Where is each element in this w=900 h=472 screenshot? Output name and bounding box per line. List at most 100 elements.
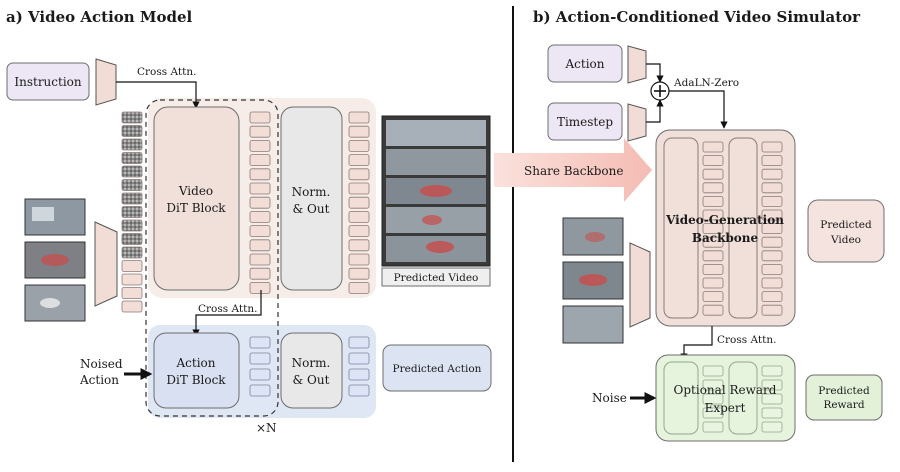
token	[121, 138, 143, 151]
predicted-video-label: Predicted Video	[394, 272, 479, 284]
token	[702, 379, 724, 391]
token	[702, 223, 724, 235]
norm-out-bottom	[280, 332, 343, 409]
token	[702, 250, 724, 262]
norm-out-bottom-line1: Norm.	[292, 356, 331, 370]
reward-expert-line1: Optional Reward	[674, 383, 777, 397]
token	[249, 253, 271, 266]
norm-out-top	[280, 106, 343, 291]
token	[761, 250, 783, 262]
token	[761, 223, 783, 235]
token	[249, 125, 271, 138]
video-token-column-2	[348, 111, 370, 294]
token	[348, 267, 370, 280]
simulator-image-encoder	[629, 242, 651, 328]
token	[348, 368, 370, 381]
timestep-input-box	[547, 102, 623, 141]
cross-attn-top-arrow	[116, 81, 200, 109]
token	[348, 281, 370, 294]
token	[121, 192, 143, 205]
backbone-token-column-2	[761, 141, 783, 316]
token	[702, 407, 724, 419]
token	[761, 155, 783, 167]
token	[249, 168, 271, 181]
backbone-line2: Backbone	[692, 231, 759, 245]
token	[761, 393, 783, 405]
repeat-dashed-box	[145, 99, 279, 417]
token	[761, 209, 783, 221]
predicted-video-box-b	[807, 199, 885, 263]
token	[249, 352, 271, 365]
predicted-action-box	[382, 344, 492, 392]
token	[348, 168, 370, 181]
token	[249, 281, 271, 294]
token	[348, 352, 370, 365]
backbone-line1: Video-Generation	[665, 213, 784, 227]
token	[761, 263, 783, 275]
video-block-line1: Video	[178, 184, 213, 198]
token	[121, 219, 143, 232]
action-dit-block	[153, 332, 240, 409]
token	[348, 196, 370, 209]
token	[348, 139, 370, 152]
action-encoder	[627, 45, 647, 84]
token	[761, 195, 783, 207]
token	[761, 365, 783, 377]
token	[348, 125, 370, 138]
predicted-video-caption-box	[381, 267, 491, 287]
token	[761, 141, 783, 153]
token	[761, 236, 783, 248]
norm-out-top-line2: & Out	[293, 202, 330, 216]
token	[702, 141, 724, 153]
token	[121, 125, 143, 137]
token	[702, 182, 724, 194]
noise-label: Noise	[592, 391, 627, 405]
video-dit-block	[153, 106, 240, 291]
token	[702, 209, 724, 221]
backbone-block-1	[663, 137, 699, 319]
token	[121, 300, 143, 313]
token	[249, 225, 271, 238]
token	[348, 182, 370, 195]
action-token-column-1	[249, 336, 271, 397]
token	[249, 384, 271, 397]
token	[249, 239, 271, 252]
token	[121, 179, 143, 191]
simulator-input-images	[562, 217, 624, 344]
action-token-column-2	[348, 336, 370, 397]
token	[348, 210, 370, 223]
token	[348, 336, 370, 349]
token	[761, 182, 783, 194]
cross-attn-b-arrow	[680, 326, 713, 361]
backbone-token-column-1	[702, 141, 724, 316]
timestep-input-label: Timestep	[557, 115, 613, 129]
norm-out-top-line1: Norm.	[292, 185, 331, 199]
token	[702, 195, 724, 207]
reward-expert-line2: Expert	[705, 401, 746, 415]
token	[702, 263, 724, 275]
token	[348, 225, 370, 238]
token	[249, 182, 271, 195]
token	[761, 291, 783, 303]
reward-block-2	[728, 361, 758, 435]
token	[702, 304, 724, 316]
backbone-block-2	[728, 137, 758, 319]
token	[249, 111, 271, 124]
times-n-label: ×N	[256, 421, 277, 435]
video-block-line2: DiT Block	[166, 201, 226, 215]
token	[761, 304, 783, 316]
noised-action-line1: Noised	[80, 357, 123, 371]
token	[702, 155, 724, 167]
share-backbone-arrow	[494, 138, 652, 202]
token	[249, 139, 271, 152]
token	[702, 421, 724, 433]
token	[249, 196, 271, 209]
predicted-video-b-line1: Predicted	[820, 219, 872, 231]
image-encoder	[94, 221, 118, 307]
token	[121, 260, 143, 272]
action-input-box	[547, 44, 623, 83]
token	[702, 291, 724, 303]
timestep-encoder	[627, 103, 647, 142]
instruction-box	[6, 62, 90, 101]
token	[702, 236, 724, 248]
